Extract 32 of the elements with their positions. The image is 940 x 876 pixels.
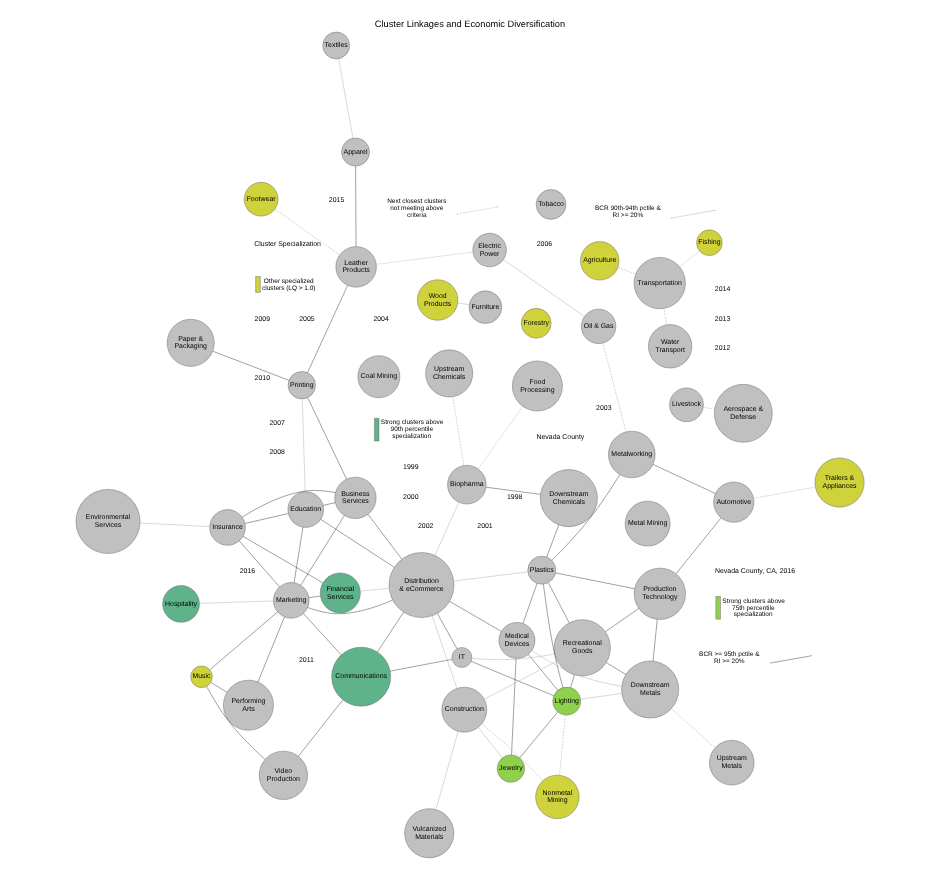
connector	[452, 396, 465, 466]
connector	[457, 302, 470, 305]
connector	[199, 600, 274, 604]
connector	[602, 343, 627, 433]
connector	[293, 527, 304, 583]
connector	[617, 267, 636, 275]
connector	[453, 571, 529, 582]
connector	[360, 588, 390, 592]
connector	[671, 708, 716, 748]
connector	[503, 259, 585, 317]
connector	[242, 536, 324, 584]
connector	[484, 660, 558, 700]
connector	[274, 208, 340, 256]
connector	[140, 522, 210, 527]
connector	[431, 615, 458, 689]
connector	[376, 251, 474, 265]
connector	[753, 486, 816, 499]
connector	[531, 650, 622, 687]
connector	[559, 714, 566, 776]
connector	[338, 58, 354, 139]
connector	[435, 731, 459, 810]
connector	[580, 693, 622, 700]
connector	[302, 398, 306, 492]
connector	[663, 308, 667, 326]
connector	[543, 583, 564, 688]
connector	[477, 406, 523, 470]
connector	[703, 407, 715, 410]
connector	[679, 250, 700, 268]
connector	[481, 723, 543, 781]
connector	[478, 727, 503, 759]
connector	[471, 653, 555, 660]
connector	[434, 502, 460, 556]
